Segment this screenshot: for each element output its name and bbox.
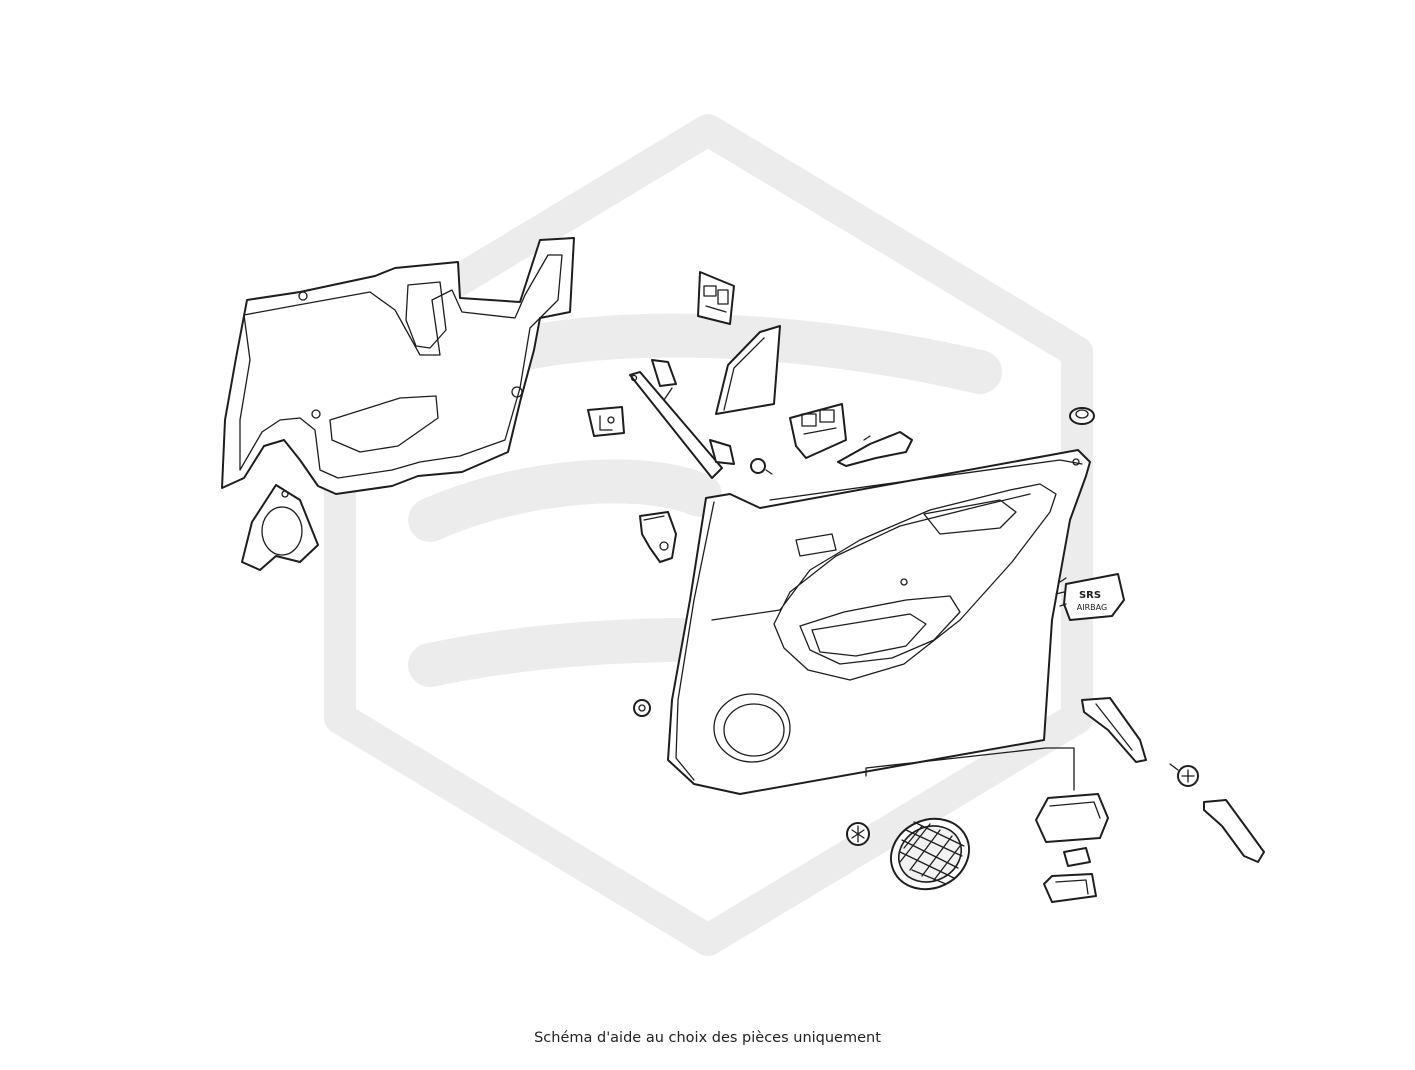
speaker-grille bbox=[890, 817, 970, 891]
lamp-lens bbox=[1043, 873, 1097, 903]
clip-bracket bbox=[587, 406, 625, 437]
window-switch-panel bbox=[789, 403, 847, 459]
srs-airbag-badge: SRS AIRBAG bbox=[1055, 573, 1125, 621]
inner-handle bbox=[837, 431, 913, 467]
retainer-nut bbox=[846, 822, 870, 846]
badge-line1: SRS bbox=[1079, 590, 1101, 601]
reinforcement-rod bbox=[629, 359, 735, 479]
diagram-caption: Schéma d'aide au choix des pièces unique… bbox=[534, 1030, 881, 1046]
speaker-gasket bbox=[241, 484, 319, 571]
pull-bracket bbox=[1081, 697, 1147, 763]
door-insulation-film bbox=[221, 237, 575, 495]
top-clip bbox=[1069, 407, 1095, 425]
door-trim-panel bbox=[667, 449, 1091, 795]
mirror-cover bbox=[715, 325, 781, 415]
screw-left bbox=[633, 699, 651, 717]
switch-plate bbox=[697, 271, 735, 325]
bulb bbox=[1063, 847, 1091, 867]
mounting-bracket bbox=[639, 511, 677, 563]
pull-handle-cover bbox=[1203, 799, 1265, 863]
badge-line2: AIRBAG bbox=[1077, 603, 1107, 612]
screw-top bbox=[750, 458, 773, 475]
lamp-housing bbox=[1035, 793, 1109, 843]
screw-right bbox=[1169, 763, 1199, 787]
